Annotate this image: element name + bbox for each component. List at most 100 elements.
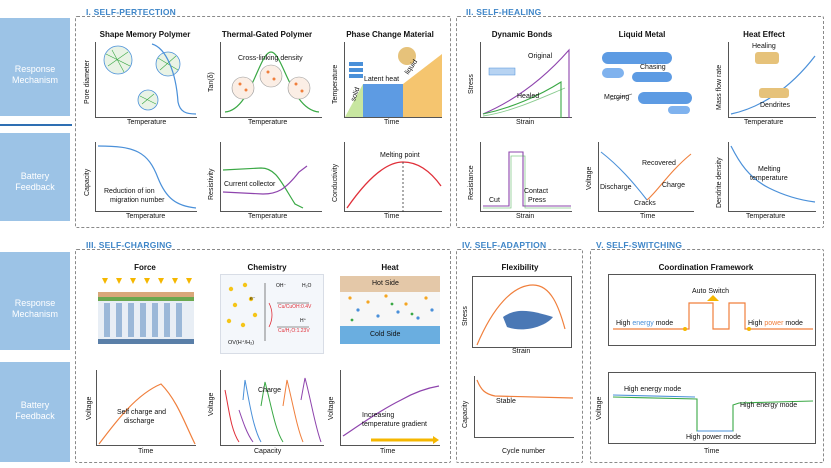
cap1-xlabel: Temperature (126, 213, 166, 220)
panel-heat (340, 274, 440, 346)
db-original: Original (528, 53, 553, 60)
smp-xlabel: Temperature (127, 119, 167, 126)
resist2-contact: Contact (524, 188, 549, 195)
panel-dendrite-density (728, 142, 816, 212)
v3b-ylabel: Voltage (208, 392, 215, 416)
flex-ylabel: Stress (462, 306, 469, 326)
cond-xlabel: Time (384, 213, 400, 220)
db-xlabel: Strain (516, 119, 535, 126)
panel-conductivity (344, 142, 442, 212)
panel-title-chem: Chemistry (247, 263, 287, 272)
coord-high-power-mode: High power mode (748, 320, 803, 327)
resist2-cut: Cut (489, 197, 500, 204)
heat-cold: Cold Side (370, 331, 401, 338)
sw-xlabel: Time (704, 448, 720, 455)
v3a-plot (98, 383, 196, 445)
v3c-xlabel: Time (380, 448, 396, 455)
panel-title-coord: Coordination Framework (658, 263, 754, 272)
panel-tgp (220, 42, 322, 118)
section-title-2: II. SELF-HEALING (466, 7, 542, 17)
smp-ylabel: Pore diameter (84, 60, 91, 104)
pcm-ylabel: Temperature (332, 64, 339, 104)
dend-note-2: temperature (750, 175, 788, 182)
chem-ov: OV(H⁺/H₂) (228, 340, 255, 346)
volt2-recovered: Recovered (642, 160, 676, 167)
cap1-ylabel: Capacity (84, 168, 91, 196)
lm-chasing: Chasing (640, 64, 666, 71)
resist2-plot (483, 151, 571, 209)
panel-resistance (480, 142, 572, 212)
panel-title-lm: Liquid Metal (618, 30, 666, 39)
cap1-plot (97, 145, 197, 209)
panel-title-heat: Heat (381, 263, 399, 272)
panel-voltage-healing (598, 142, 694, 212)
panel-pcm (344, 42, 442, 118)
res1-note: Current collector (224, 181, 276, 188)
lm-merging: Merging (604, 94, 630, 101)
res1-ylabel: Resistivity (208, 168, 215, 200)
chem-r2: Cu/H₂O:1.23V (278, 328, 310, 334)
dend-xlabel: Temperature (746, 213, 786, 220)
he-plot (730, 52, 816, 115)
chem-r1: Cu/CuOH:0.4V (278, 304, 312, 310)
volt2-charge: Charge (662, 182, 685, 189)
section-self-charging (75, 249, 451, 463)
dend-note-1: Melting (758, 166, 781, 173)
band-response-1 (0, 18, 70, 116)
pcm-xlabel: Time (384, 119, 400, 126)
panel-heat-effect (728, 42, 816, 118)
v3c-ylabel: Voltage (328, 396, 335, 420)
panel-capacity-1 (95, 142, 197, 212)
panel-title-db: Dynamic Bonds (491, 30, 553, 39)
panel-title-force: Force (134, 263, 156, 272)
row-label-response: Response Mechanism (11, 64, 58, 85)
v3a-note-2: discharge (124, 418, 155, 425)
band-divider (0, 124, 72, 126)
panel-title-pcm: Phase Change Material (346, 30, 434, 39)
volt2-plot (600, 151, 692, 201)
v3a-note-1: Self charge and (117, 409, 167, 416)
chem-h2o: H₂O (302, 283, 312, 289)
band-response-2 (0, 252, 70, 350)
panel-liquid-metal (598, 42, 694, 118)
he-xlabel: Temperature (744, 119, 784, 126)
panel-title-he: Heat Effect (743, 30, 785, 39)
chem-e: e⁻ (250, 296, 256, 302)
volt2-ylabel: Voltage (586, 166, 593, 190)
force-illustration (98, 278, 194, 344)
chem-h: H⁺ (300, 318, 307, 324)
volt2-cracks: Cracks (634, 200, 656, 207)
sw-ylabel: Voltage (596, 396, 603, 420)
panel-title-flex: Flexibility (501, 263, 539, 272)
v3c-note-1: Increasing (362, 412, 395, 419)
coord-plot (613, 295, 813, 331)
panel-voltage-force (96, 370, 196, 446)
cyc-plot (476, 379, 574, 399)
pcm-plot (345, 47, 442, 117)
band-feedback-2 (0, 362, 70, 462)
resist2-ylabel: Resistance (468, 165, 475, 200)
row-label-response-2: Response Mechanism (11, 298, 58, 319)
chem-illustration (226, 282, 309, 341)
he-dendrites: Dendrites (760, 102, 790, 109)
panel-chemistry (220, 274, 324, 354)
pcm-latent: Latent heat (364, 76, 400, 83)
section-self-healing (456, 16, 824, 228)
panel-smp (95, 42, 197, 118)
cyc-ylabel: Capacity (462, 400, 469, 428)
resist2-press: Press (528, 197, 546, 204)
v3b-plot (224, 377, 322, 443)
sw-hp: High power mode (686, 434, 741, 441)
panel-title-tgp: Thermal-Gated Polymer (221, 30, 313, 39)
db-ylabel: Stress (468, 74, 475, 94)
tgp-xlabel: Temperature (248, 119, 288, 126)
v3a-xlabel: Time (138, 448, 154, 455)
tgp-note: Cross-linking density (238, 55, 303, 62)
dend-ylabel: Dendrite density (716, 157, 723, 208)
v3c-note-2: temperature gradient (362, 421, 427, 428)
v3a-ylabel: Voltage (86, 396, 93, 420)
sw-plot (612, 394, 814, 432)
panel-force (96, 274, 196, 354)
db-healed: Healed (517, 93, 540, 100)
panel-voltage-heat (340, 370, 440, 446)
